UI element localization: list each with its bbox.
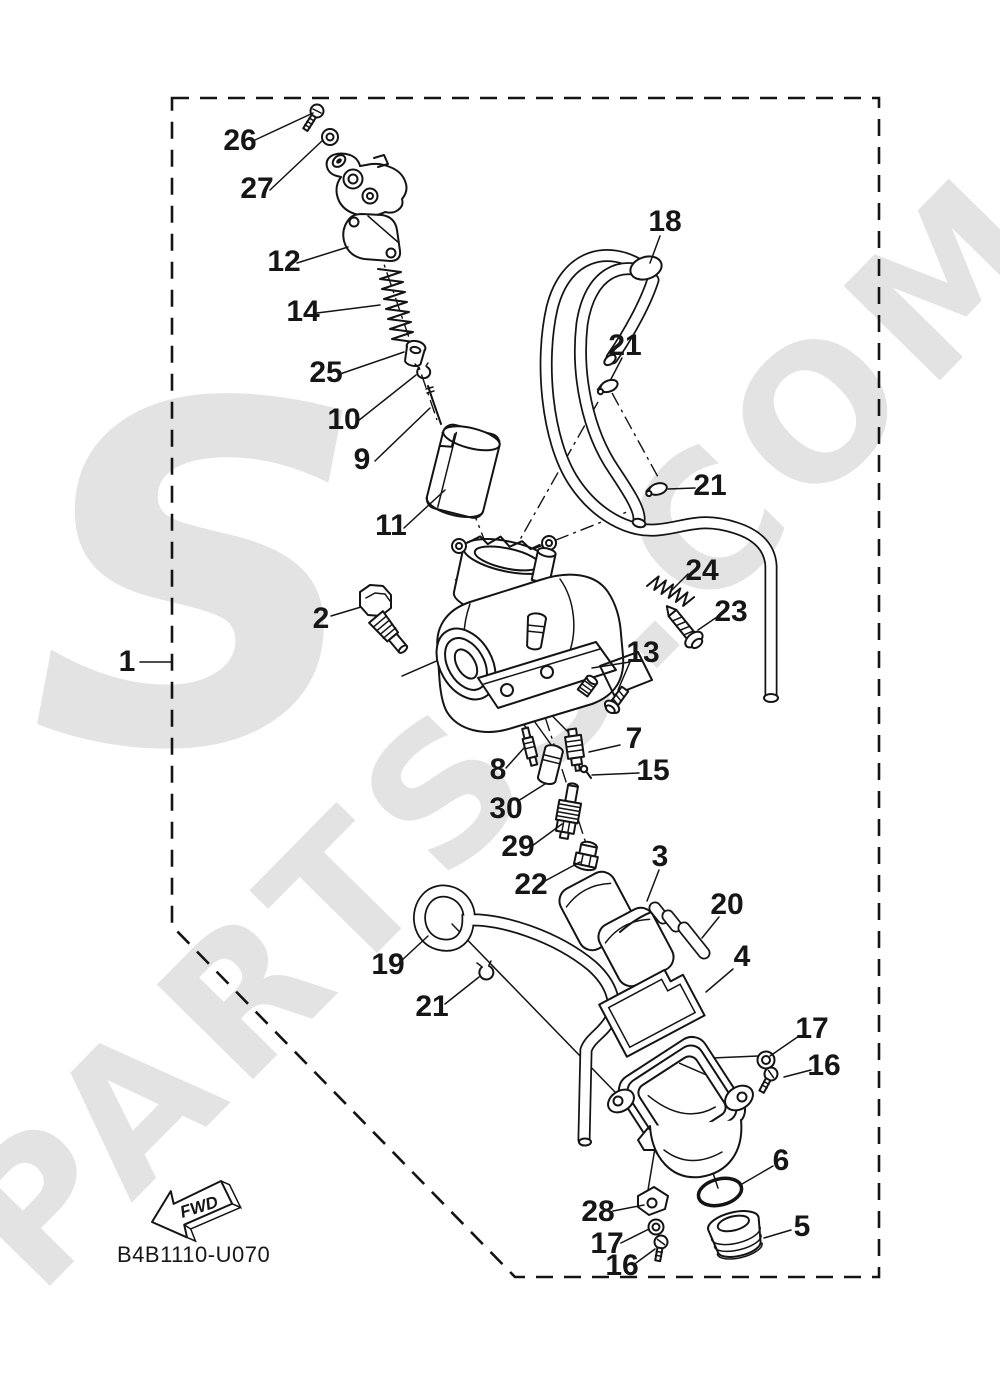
bracket-28 xyxy=(637,1186,669,1216)
callout-4: 4 xyxy=(734,940,751,973)
callout-11: 11 xyxy=(375,509,407,542)
washer-17-lower xyxy=(647,1218,665,1236)
callout-22: 22 xyxy=(514,868,547,901)
callout-12: 12 xyxy=(267,245,300,278)
washer-27 xyxy=(321,128,339,146)
callout-30: 30 xyxy=(489,792,522,825)
callout-14: 14 xyxy=(286,295,320,328)
drain-plug-5 xyxy=(707,1210,763,1260)
leader-lines xyxy=(139,112,812,1264)
main-jet-22 xyxy=(573,840,599,872)
cover-gasket-12 xyxy=(342,213,402,262)
callouts: 26 27 12 14 25 10 9 11 18 21 21 24 23 2 … xyxy=(119,124,841,1282)
callout-21c: 21 xyxy=(415,990,448,1023)
callout-25: 25 xyxy=(309,356,342,389)
watermark-logo: S xyxy=(30,306,369,853)
float-bowl xyxy=(607,1035,754,1179)
callout-21b: 21 xyxy=(693,469,726,502)
callout-17a: 17 xyxy=(795,1012,828,1045)
bowl-gasket-4 xyxy=(598,968,706,1058)
figure-border xyxy=(170,96,881,1279)
callout-24: 24 xyxy=(685,554,719,587)
screw-26 xyxy=(302,103,325,132)
hose-clip-21a xyxy=(596,378,619,396)
float-pin-20 xyxy=(677,921,711,960)
callout-27: 27 xyxy=(240,172,273,205)
callout-15: 15 xyxy=(636,754,669,787)
main-nozzle-29 xyxy=(554,782,583,840)
screw-15 xyxy=(579,764,592,779)
callout-20: 20 xyxy=(710,888,743,921)
callout-8: 8 xyxy=(490,753,507,786)
callout-13: 13 xyxy=(626,636,659,669)
hose-open-end xyxy=(603,353,617,367)
screw-23 xyxy=(665,605,704,650)
callout-9: 9 xyxy=(354,443,371,476)
pilot-jet-7 xyxy=(564,727,585,772)
carburetor-body xyxy=(435,535,625,733)
bracket-13 xyxy=(576,651,653,715)
pump-cover xyxy=(325,152,408,218)
callout-2: 2 xyxy=(313,602,330,635)
spring-14 xyxy=(377,268,415,343)
callout-28: 28 xyxy=(581,1195,614,1228)
callout-23: 23 xyxy=(714,595,747,628)
starter-jet-8 xyxy=(521,726,539,767)
hose-clip-21b xyxy=(645,482,668,498)
air-screw-2 xyxy=(359,584,409,654)
throttle-slide-11 xyxy=(425,423,501,519)
cap-25 xyxy=(404,339,427,368)
callout-17b: 17 xyxy=(590,1227,623,1260)
o-ring-6 xyxy=(696,1176,744,1208)
callout-19: 19 xyxy=(371,948,404,981)
callout-26: 26 xyxy=(223,124,256,157)
callout-18: 18 xyxy=(648,205,681,238)
diagram-code: B4B1110-U070 xyxy=(117,1242,270,1267)
callout-16a: 16 xyxy=(807,1049,840,1082)
callout-21a: 21 xyxy=(608,329,641,362)
hose-clip-21c xyxy=(476,960,495,981)
screw-16-lower xyxy=(653,1234,669,1263)
screw-16-upper xyxy=(758,1066,779,1094)
needle-clip-10 xyxy=(414,362,432,380)
callout-7: 7 xyxy=(626,722,643,755)
callout-3: 3 xyxy=(652,840,669,873)
callout-6: 6 xyxy=(773,1144,790,1177)
callout-29: 29 xyxy=(501,830,534,863)
callout-1: 1 xyxy=(119,645,136,678)
jet-needle-9 xyxy=(425,385,442,425)
needle-jet-30 xyxy=(537,744,564,785)
callout-5: 5 xyxy=(794,1210,811,1243)
callout-10: 10 xyxy=(327,403,360,436)
